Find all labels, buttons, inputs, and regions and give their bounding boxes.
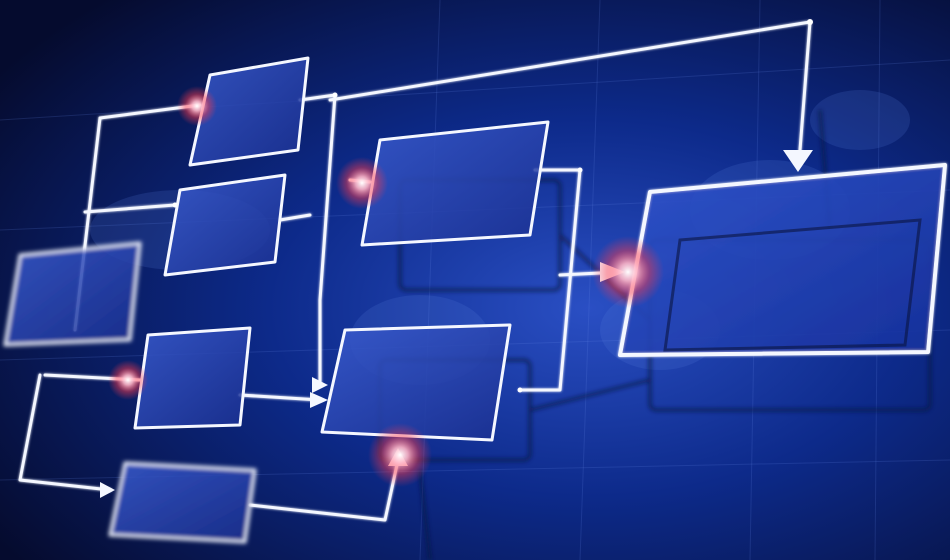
glow-node <box>368 423 432 487</box>
flowchart-box <box>188 56 310 167</box>
glow-nodes <box>108 86 664 487</box>
target-box-shadow <box>663 218 922 352</box>
glow-node <box>592 236 664 308</box>
flowchart-box <box>133 326 252 430</box>
flowchart-box <box>320 323 512 442</box>
flowchart-box <box>108 461 257 544</box>
flowchart-box <box>360 120 550 247</box>
right-arrow-icon <box>100 482 115 498</box>
glow-node <box>177 86 217 126</box>
down-arrow-icon <box>783 150 813 172</box>
right-arrow-icon <box>312 377 328 393</box>
glow-node <box>108 360 148 400</box>
flowchart-boxes <box>3 56 550 544</box>
glow-node <box>336 157 388 209</box>
right-arrow-icon <box>310 392 328 408</box>
flowchart-box <box>163 173 287 277</box>
sparkles <box>172 19 813 393</box>
flowchart-box <box>3 241 142 347</box>
